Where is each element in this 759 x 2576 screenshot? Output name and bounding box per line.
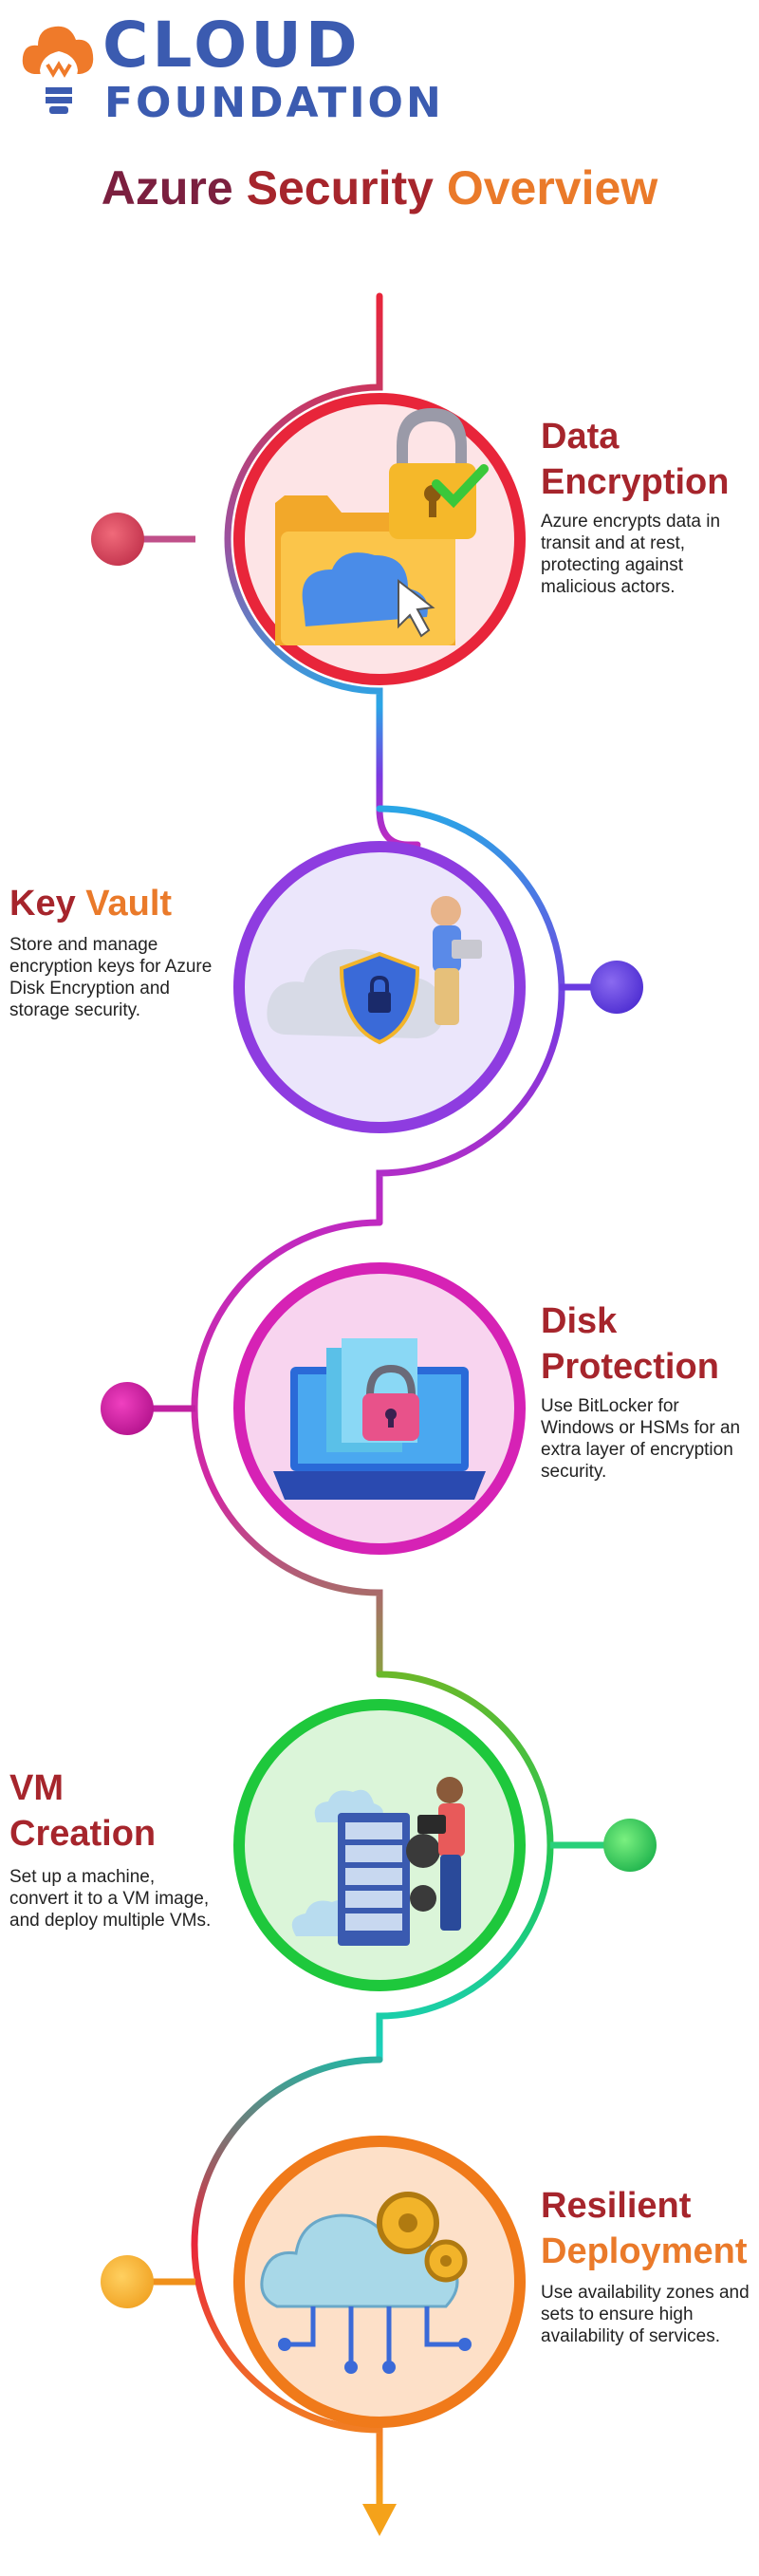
- folder-lock-icon: [275, 408, 489, 645]
- step-4-dot: [603, 1819, 657, 1872]
- step-2-heading: Key Vault: [9, 881, 218, 926]
- step-4-text: VM Creation Set up a machine, convert it…: [9, 1765, 218, 1932]
- step-2-text: Key Vault Store and manage encryption ke…: [9, 881, 218, 1021]
- arrow-down-icon: [362, 2504, 397, 2536]
- step-1-description: Azure encrypts data in transit and at re…: [541, 512, 721, 597]
- step-2-heading-word2: Vault: [85, 884, 173, 924]
- flow-connector-1: [224, 292, 383, 710]
- flow-connector-4: [376, 1671, 554, 2063]
- step-5-description: Use availability zones and sets to ensur…: [541, 2283, 750, 2346]
- page-title: Azure Security Overview: [0, 159, 759, 216]
- laptop-lock-icon: [273, 1338, 486, 1500]
- step-1-text: Data Encryption Azure encrypts data in t…: [541, 414, 750, 598]
- step-2-description: Store and manage encryption keys for Azu…: [9, 935, 213, 1020]
- step-1-heading-line1: Data: [541, 417, 620, 457]
- step-5-text: Resilient Deployment Use availability zo…: [541, 2183, 754, 2347]
- brand-name-line2: FOUNDATION: [104, 79, 444, 127]
- step-1-dot: [91, 513, 144, 566]
- step-2-heading-word1: Key: [9, 884, 76, 924]
- step-3-heading-line1: Disk: [541, 1301, 618, 1341]
- server-rack-user-icon: [291, 1777, 465, 1946]
- title-word-1: Azure: [101, 161, 233, 215]
- step-2-dot: [590, 961, 643, 1014]
- cloud-gears-icon: [260, 2192, 472, 2374]
- step-2-circle: [233, 841, 526, 1133]
- step-4-description: Set up a machine, convert it to a VM ima…: [9, 1867, 212, 1931]
- step-3-description: Use BitLocker for Windows or HSMs for an…: [541, 1396, 741, 1482]
- step-3-heading-line2: Protection: [541, 1347, 719, 1387]
- step-3-circle: [233, 1262, 526, 1555]
- brand-name-line1: CLOUD: [102, 9, 361, 82]
- step-4-heading-line1: VM: [9, 1768, 64, 1808]
- lightbulb-cloud-icon: [22, 26, 94, 114]
- step-3-dot: [101, 1382, 154, 1435]
- step-4-heading-line2: Creation: [9, 1814, 157, 1854]
- flow-connector-5: [191, 2056, 383, 2511]
- flow-connector-3: [191, 1219, 383, 1678]
- step-3-text: Disk Protection Use BitLocker for Window…: [541, 1298, 754, 1483]
- title-word-3: Overview: [446, 161, 658, 215]
- step-5-heading-line2: Deployment: [541, 2231, 748, 2271]
- flow-connector-2b: [376, 805, 565, 1226]
- step-5-dot: [101, 2255, 154, 2308]
- step-5-heading-line1: Resilient: [541, 2186, 692, 2226]
- flow-connector-2: [376, 702, 421, 849]
- step-4-circle: [233, 1699, 526, 1991]
- step-1-heading-line2: Encryption: [541, 462, 730, 502]
- title-word-2: Security: [246, 161, 434, 215]
- step-1-circle: [233, 393, 526, 685]
- brand-logo: CLOUD FOUNDATION: [21, 9, 448, 127]
- step-5-circle: [233, 2136, 526, 2428]
- cloud-shield-user-icon: [267, 896, 482, 1045]
